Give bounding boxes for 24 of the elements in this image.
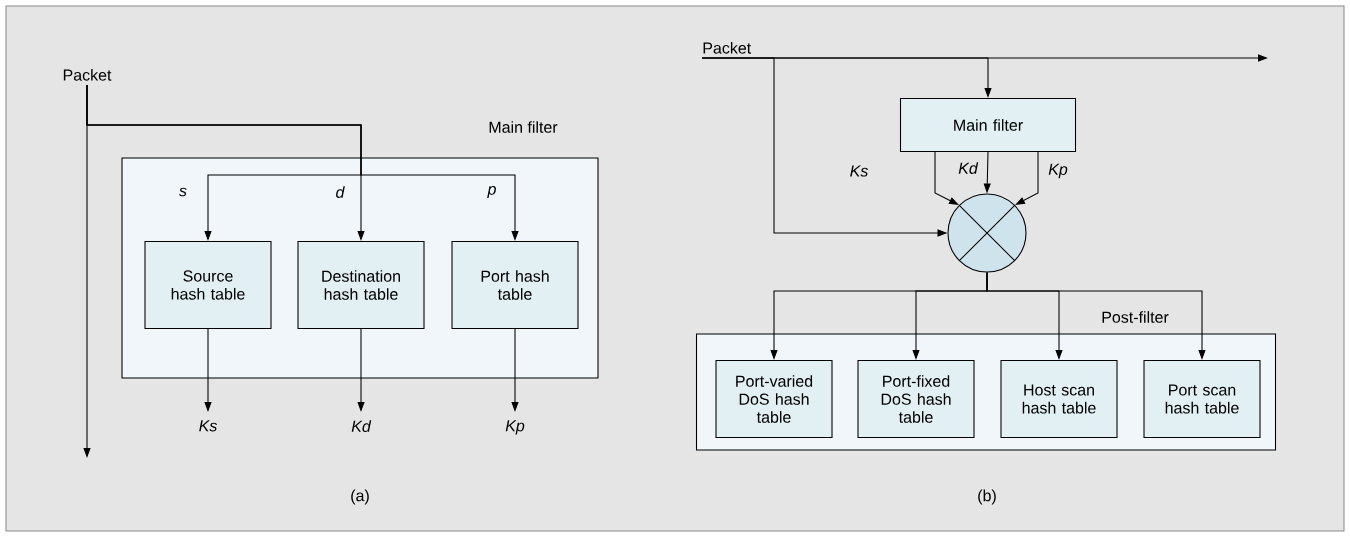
output-label: Ks: [199, 420, 217, 432]
multiplier-circle: [947, 193, 1027, 273]
table-box: Port-varied DoS hash table: [715, 359, 833, 439]
output-label: Kp: [505, 420, 525, 435]
edge-label: Kd: [958, 162, 979, 174]
input-label: Packet: [63, 69, 112, 81]
input-label: Packet: [703, 42, 752, 54]
panel-caption: (b): [978, 489, 996, 505]
edge-label: Kp: [1048, 163, 1068, 179]
panel-heading: Post-filter: [1102, 311, 1169, 323]
table-box: Port scan hash table: [1143, 359, 1261, 439]
edge-label: d: [336, 186, 345, 198]
table-box: Port-fixed DoS hash table: [857, 359, 975, 439]
edge-label: p: [487, 186, 496, 198]
panel-heading: Main filter: [489, 121, 558, 133]
table-box: Source hash table: [144, 240, 272, 330]
output-label: Kd: [351, 420, 372, 433]
table-box: Main filter: [899, 97, 1077, 153]
table-box: Port hash table: [451, 240, 579, 330]
table-box: Host scan hash table: [1000, 359, 1118, 439]
table-box: Destination hash table: [297, 240, 425, 330]
edge-label: s: [179, 187, 187, 197]
edge-label: Ks: [850, 165, 868, 177]
panel-caption: (a): [351, 489, 369, 505]
